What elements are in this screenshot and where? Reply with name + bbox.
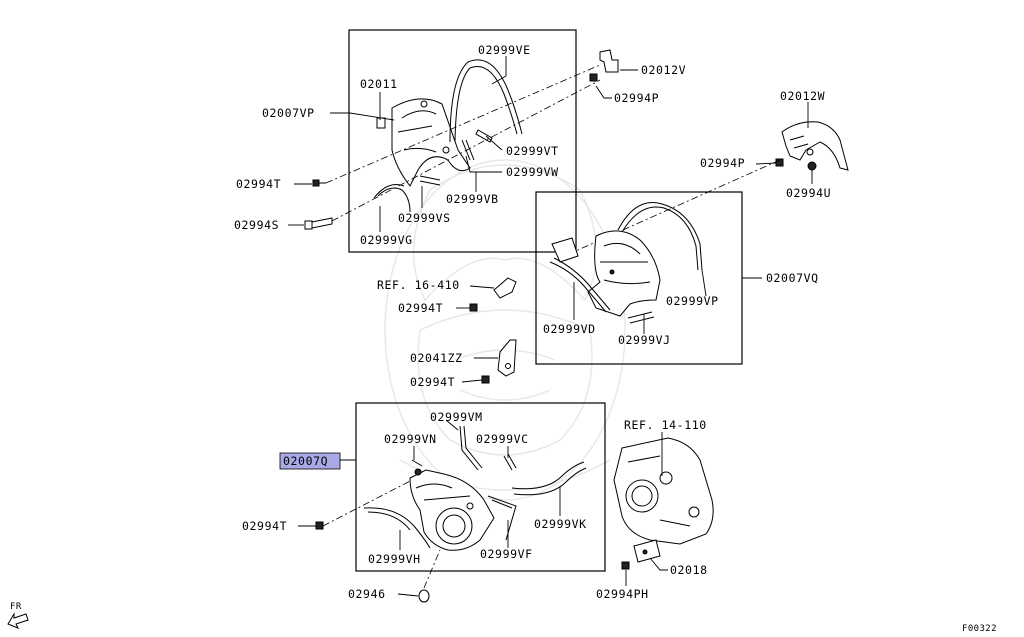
label-02007VQ[interactable]: 02007VQ [766,271,819,285]
label-02994U[interactable]: 02994U [786,186,831,200]
bracket-02012W [781,121,849,171]
label-02011[interactable]: 02011 [360,77,398,91]
timing-cover-upper-rear[interactable] [551,230,661,317]
label-02007Q[interactable]: 02007Q [283,454,328,468]
bolt-02994T-lower [315,521,324,530]
bolt-02994P-upper [589,73,598,82]
front-arrow-icon [7,612,29,629]
timing-cover-upper-front[interactable] [391,98,471,187]
label-ref-16-410[interactable]: REF. 16-410 [377,278,460,292]
seal-02999VN [411,459,423,467]
bracket-02041ZZ [497,339,517,377]
label-02999VW[interactable]: 02999VW [506,165,559,179]
seal-02999VB [419,175,441,186]
timing-cover-lower[interactable] [409,468,495,551]
housing-ref-14-110 [613,437,714,545]
label-02999VK[interactable]: 02999VK [534,517,587,531]
bracket-ref-16-410 [493,277,517,299]
bolt-02994T-mid [469,303,478,312]
seal-02999VE [449,59,523,143]
bolt-02994S [304,217,333,230]
label-02999VG[interactable]: 02999VG [360,233,413,247]
highlight-02007Q [279,452,341,470]
seal-02999VJ [627,311,655,324]
label-02994T-low[interactable]: 02994T [410,375,455,389]
bolt-02994T-low [481,375,490,384]
bracket-02012V [599,49,619,73]
label-02999VE[interactable]: 02999VE [478,43,531,57]
label-ref-14-110[interactable]: REF. 14-110 [624,418,707,432]
label-02994T[interactable]: 02994T [236,177,281,191]
label-02999VH[interactable]: 02999VH [368,552,421,566]
group-box-02007Q [355,402,606,572]
seal-02999VK [511,461,587,496]
label-02999VP[interactable]: 02999VP [666,294,719,308]
label-02999VJ[interactable]: 02999VJ [618,333,671,347]
bolt-02994P-right [775,158,784,167]
label-02994S[interactable]: 02994S [234,218,279,232]
bolt-02994PH [621,561,630,570]
seal-02999VP [617,202,703,271]
plug-02946 [418,589,430,603]
seal-02999VH [363,507,431,549]
seal-02999VC [503,453,517,471]
label-02018[interactable]: 02018 [670,563,708,577]
label-02994T-lower[interactable]: 02994T [242,519,287,533]
label-02999VS[interactable]: 02999VS [398,211,451,225]
label-02999VM[interactable]: 02999VM [430,410,483,424]
seal-02999VS [377,187,411,213]
label-02994PH[interactable]: 02994PH [596,587,649,601]
label-02994T-mid[interactable]: 02994T [398,301,443,315]
label-02041ZZ[interactable]: 02041ZZ [410,351,463,365]
seal-02999VF [487,495,517,541]
seal-02999VG [373,184,405,199]
leader-lines [288,56,813,597]
seal-02999VT [475,129,493,143]
bracket-02018 [633,539,661,563]
bolt-02994T-upper [312,179,326,187]
label-02999VF[interactable]: 02999VF [480,547,533,561]
front-label: FR [10,602,22,612]
nut-02994U [807,161,817,171]
seal-02999VW [461,139,475,161]
label-02012V[interactable]: 02012V [641,63,686,77]
label-02999VB[interactable]: 02999VB [446,192,499,206]
stud-02011 [376,117,386,129]
seal-02999VD [549,257,611,313]
group-box-02007VP [348,29,577,253]
label-02999VD[interactable]: 02999VD [543,322,596,336]
label-02007VP[interactable]: 02007VP [262,106,315,120]
label-02999VT[interactable]: 02999VT [506,144,559,158]
seal-02999VM [459,425,483,471]
label-02994P[interactable]: 02994P [614,91,659,105]
label-02012W[interactable]: 02012W [780,89,825,103]
figure-code: F00322 [962,624,997,634]
label-02994P-right[interactable]: 02994P [700,156,745,170]
label-02999VN[interactable]: 02999VN [384,432,437,446]
label-02946[interactable]: 02946 [348,587,386,601]
label-02999VC[interactable]: 02999VC [476,432,529,446]
